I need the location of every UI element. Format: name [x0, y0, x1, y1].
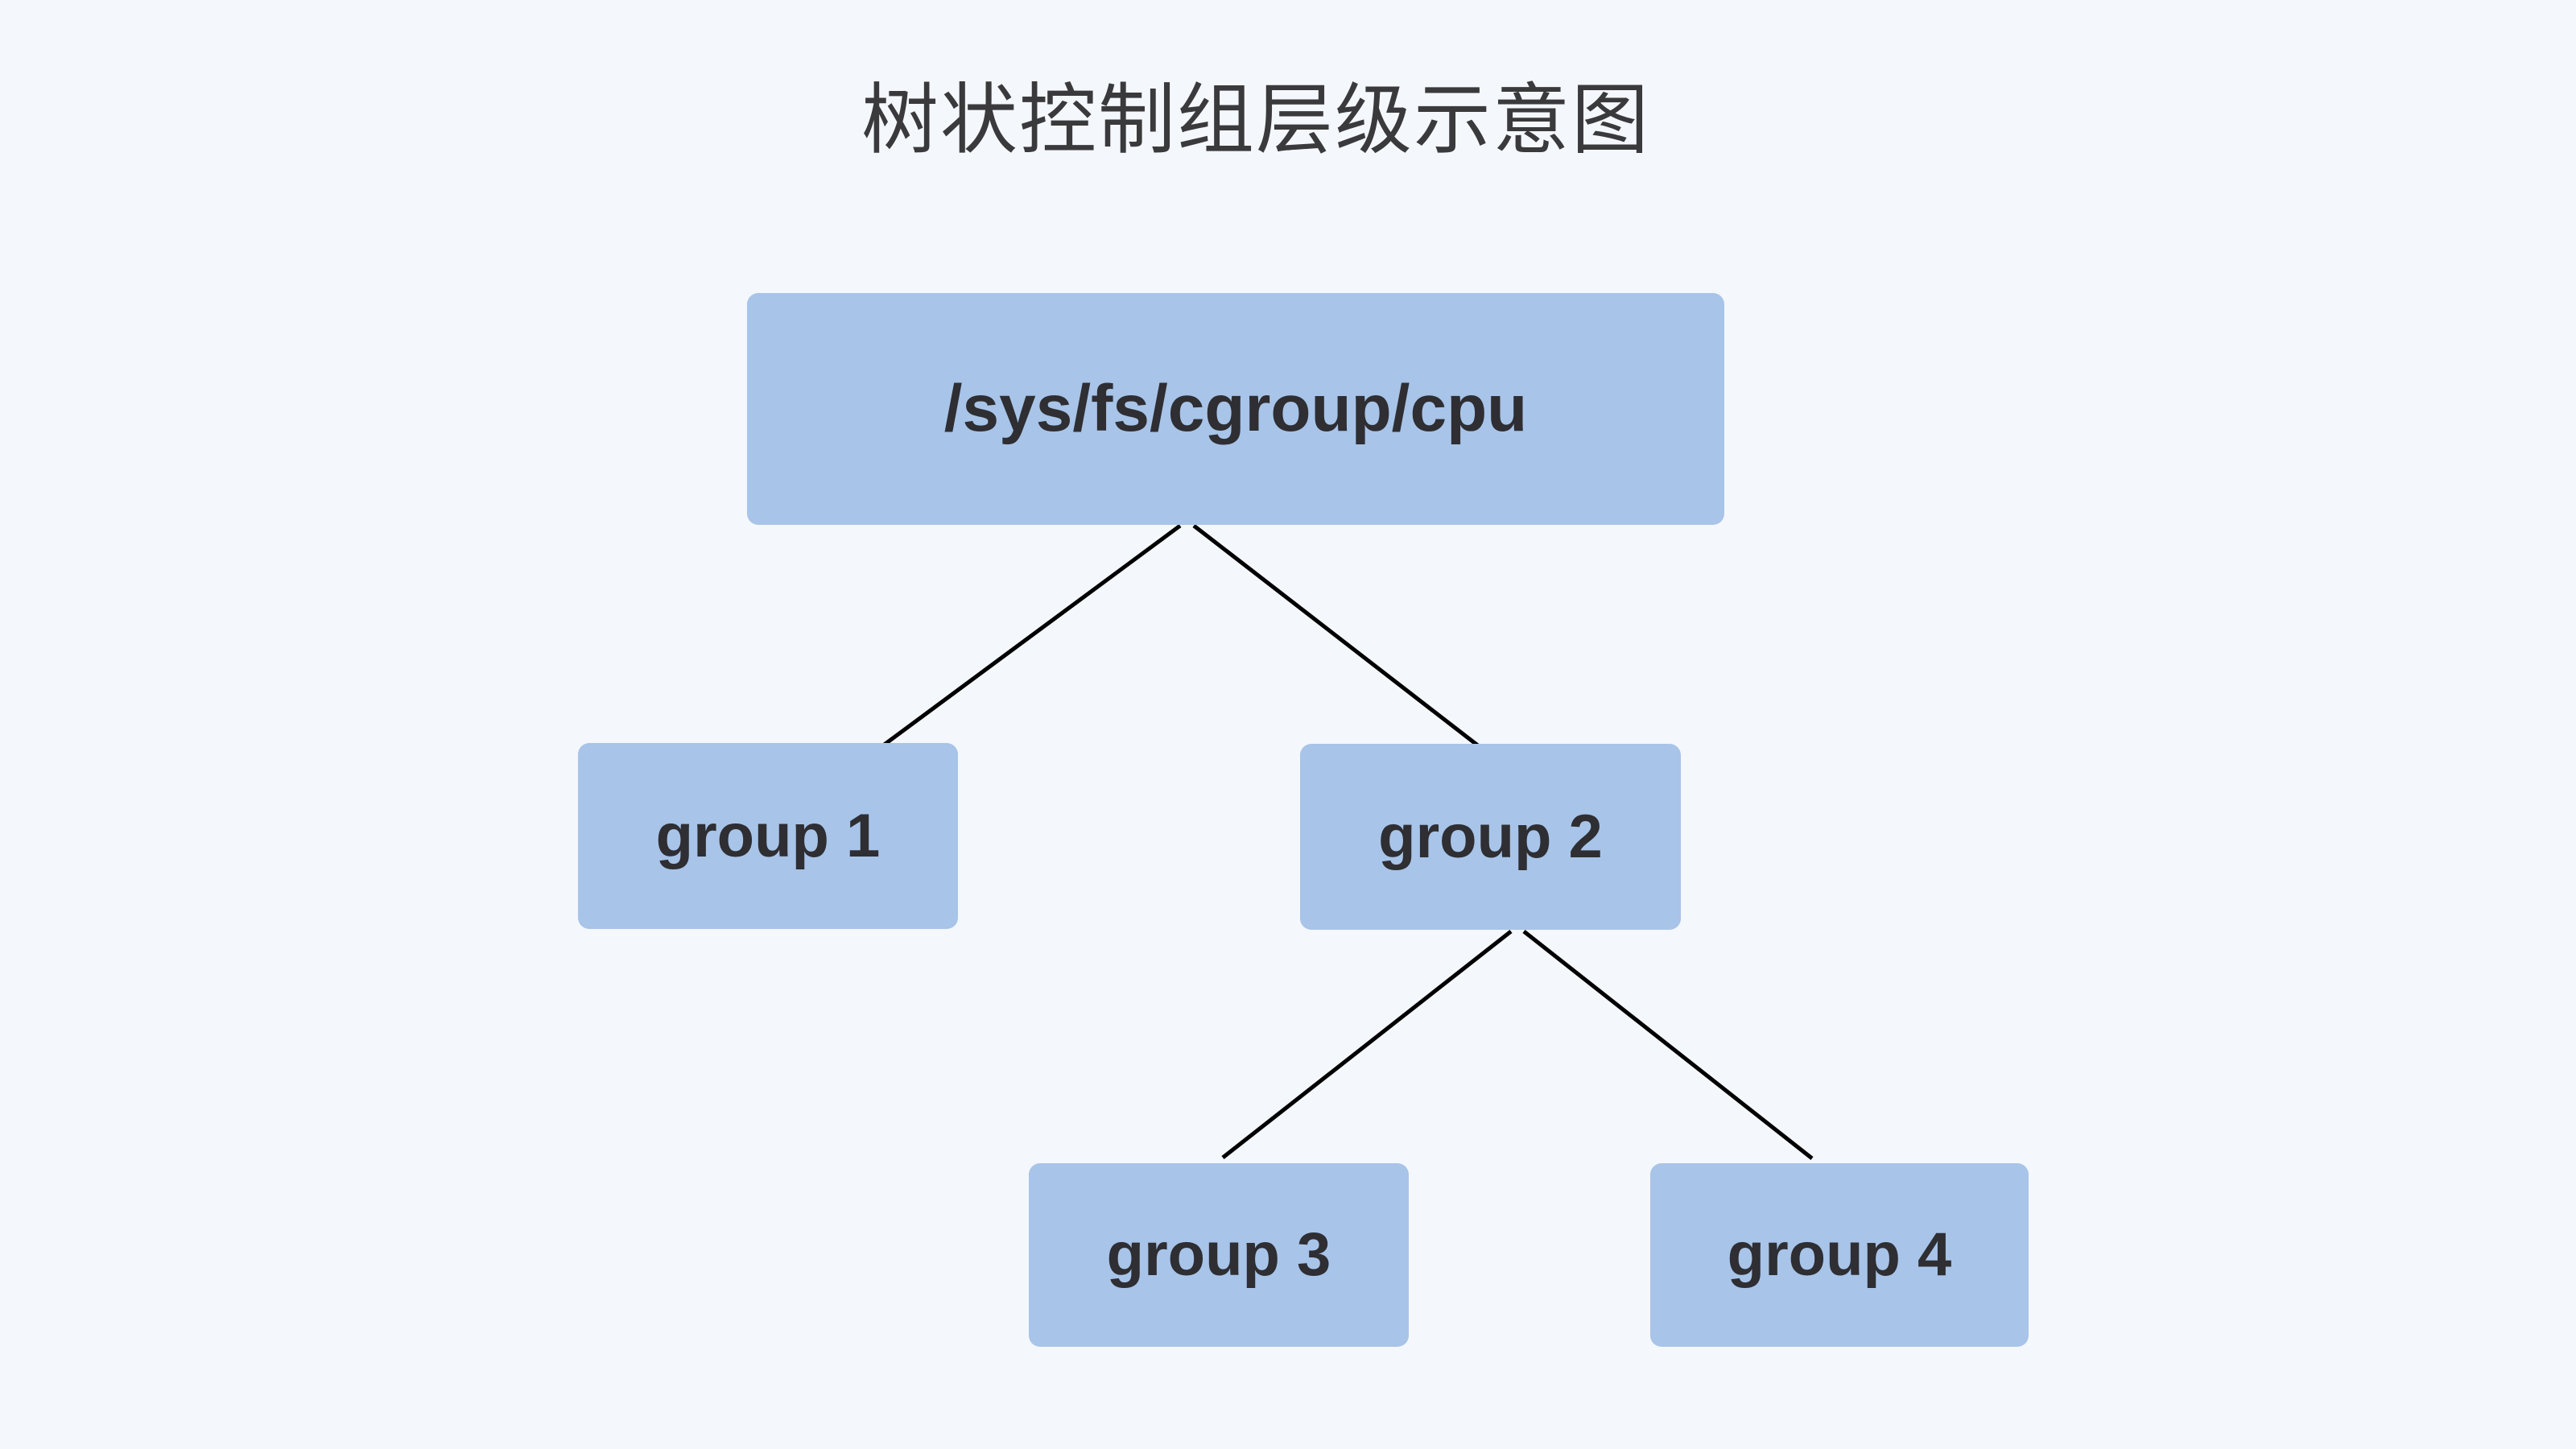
tree-node-group-4-label: group 4 [1727, 1220, 1952, 1289]
tree-node-group-2[interactable]: group 2 [1300, 744, 1681, 930]
edge-root-to-group2 [1192, 524, 1484, 750]
edge-group2-to-group4 [1522, 930, 1814, 1160]
edge-root-to-group1 [878, 523, 1182, 750]
page-title: 树状控制组层级示意图 [861, 77, 1650, 163]
tree-node-group-4[interactable]: group 4 [1650, 1163, 2029, 1347]
tree-node-group-3[interactable]: group 3 [1029, 1163, 1409, 1347]
tree-node-group-2-label: group 2 [1378, 802, 1603, 871]
tree-node-root[interactable]: /sys/fs/cgroup/cpu [747, 293, 1724, 525]
edge-group2-to-group3 [1221, 930, 1513, 1159]
tree-node-root-label: /sys/fs/cgroup/cpu [943, 372, 1528, 445]
tree-node-group-3-label: group 3 [1106, 1220, 1331, 1289]
tree-node-group-1-label: group 1 [655, 801, 881, 870]
tree-node-group-1[interactable]: group 1 [578, 743, 958, 929]
